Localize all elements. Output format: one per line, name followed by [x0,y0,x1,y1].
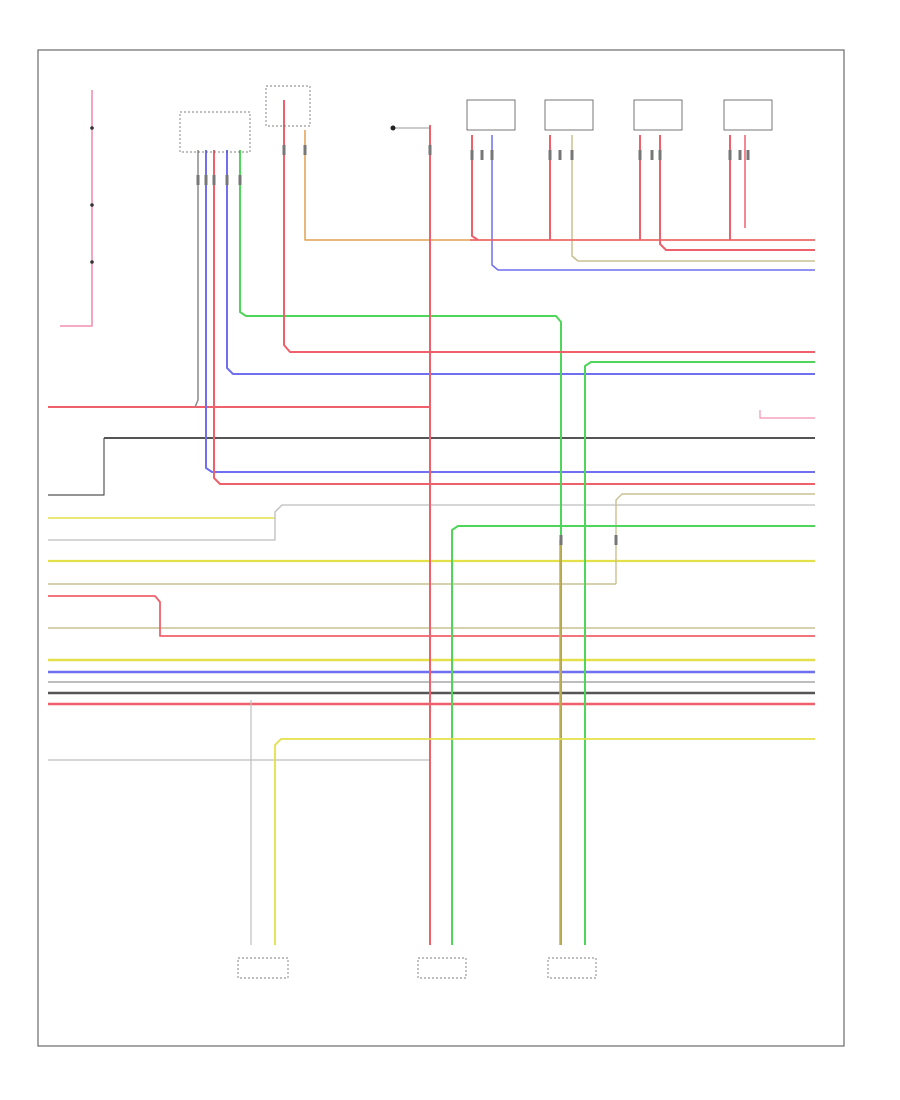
inline-splice-5 [282,145,286,155]
fuse-relay-b-box [265,85,311,127]
wire-pink-418 [759,410,815,419]
module-center-ground [390,125,396,131]
inline-splice-1 [204,175,208,185]
wire-relay-orange-240 [304,130,815,241]
bottom-left-conn-box [237,957,289,979]
wire-spk1-blue [491,135,815,271]
speaker-4-box [723,99,773,131]
wire-spk3-red-250 [659,135,815,251]
wire-mod-blue-374 [226,150,815,375]
inline-splice-3 [225,175,229,185]
inline-splice-4 [238,175,242,185]
inline-splice-20 [559,535,563,545]
inline-splice-21 [614,535,618,545]
inline-splice-8 [470,150,474,160]
speaker-1-box [466,99,516,131]
inline-splice-16 [658,150,662,160]
wire-olive-494 [615,493,815,584]
inline-splice-15 [650,150,654,160]
inline-splice-18 [738,150,742,160]
wire-relay-red-352 [283,100,815,353]
bottom-mid-conn-box [417,957,467,979]
speaker-2-box [544,99,594,131]
wire-fuse-pink [60,90,93,327]
wire-gray-505 [48,504,815,541]
speaker-3-box [633,99,683,131]
inline-splice-17 [728,150,732,160]
wire-mod-blue-472 [205,150,815,473]
wire-green-362 [584,361,815,945]
inline-splice-19 [746,150,750,160]
inline-splice-12 [558,150,562,160]
inline-splice-13 [570,150,574,160]
bottom-right-conn-box [547,957,597,979]
diagram-frame [37,49,845,1047]
wire-spk1-red [471,135,479,241]
wire-green-526 [451,525,815,945]
inline-splice-6 [303,145,307,155]
inline-splice-14 [638,150,642,160]
wire-yellow-739 [274,738,815,945]
wire-red-step [48,595,815,637]
inline-splice-7 [428,145,432,155]
control-module-a-box [179,111,251,153]
inline-splice-0 [196,175,200,185]
wire-spk2-olive [571,135,815,262]
wire-mod-green [239,150,562,945]
wire-dark-left-drop [48,438,105,496]
wires-layer [48,90,815,945]
splice-fuse-3 [90,260,94,264]
wire-mod-red-484 [213,150,815,485]
inline-splice-9 [480,150,484,160]
splice-fuse-1 [90,126,94,130]
wire-mod-gray [194,150,199,408]
inline-splice-11 [548,150,552,160]
components-layer [90,85,773,979]
splice-fuse-2 [90,203,94,207]
inline-splice-2 [212,175,216,185]
inline-splice-10 [490,150,494,160]
